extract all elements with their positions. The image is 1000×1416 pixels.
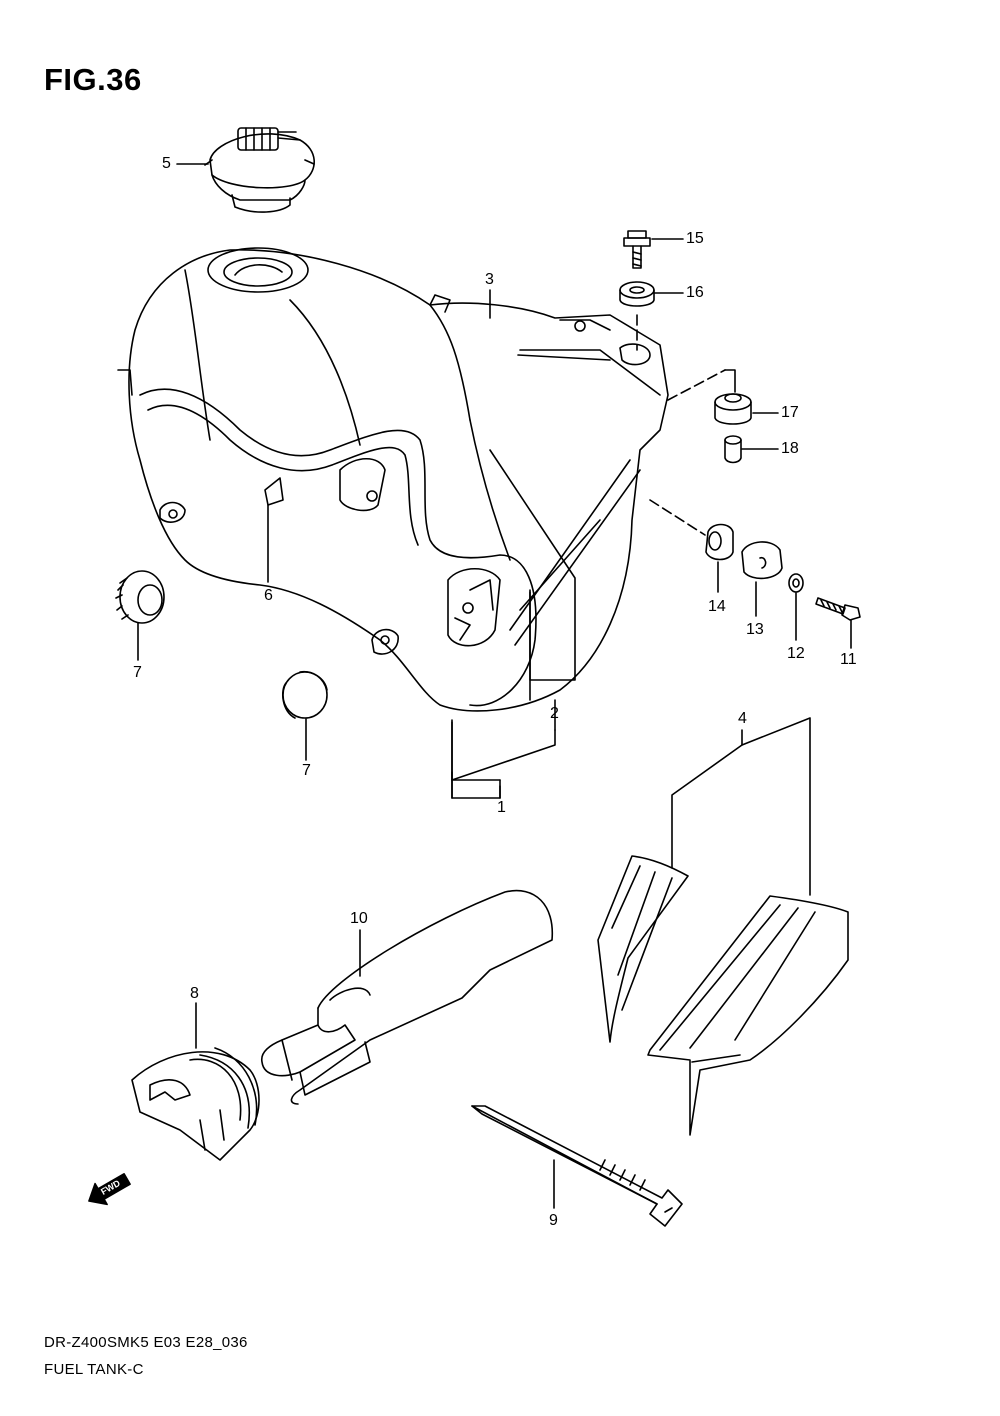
model-code: DR-Z400SMK5 E03 E28_036 <box>44 1334 248 1351</box>
cushion-17-part <box>714 393 752 425</box>
mount-axis-lines <box>636 314 726 536</box>
callout-8: 8 <box>190 985 199 1002</box>
leader-17-bracket <box>724 369 736 393</box>
bolt-11-part <box>815 597 861 621</box>
callout-3: 3 <box>485 271 494 288</box>
callout-10: 10 <box>350 910 368 927</box>
heat-shield-10-part <box>260 889 554 1105</box>
callout-13: 13 <box>746 621 764 638</box>
callout-5: 5 <box>162 155 171 172</box>
callout-6: 6 <box>264 587 273 604</box>
callout-12: 12 <box>787 645 805 662</box>
bracket-leaders-1-2 <box>451 449 576 799</box>
fuel-tank-part <box>117 247 669 712</box>
cushion-14-part <box>705 523 734 561</box>
damper-8-part <box>131 1047 260 1161</box>
callout-15: 15 <box>686 230 704 247</box>
washer-12-part <box>788 573 804 593</box>
collar-18-part <box>724 435 742 464</box>
cushion-7a-part <box>115 570 165 624</box>
callout-14: 14 <box>708 598 726 615</box>
bracket-leader-4 <box>671 717 811 896</box>
cable-tie-9-part <box>471 1105 683 1227</box>
group-name: FUEL TANK-C <box>44 1361 144 1378</box>
callout-9: 9 <box>549 1212 558 1229</box>
callout-16: 16 <box>686 284 704 301</box>
fuel-cap-part <box>204 127 315 213</box>
grommet-16-part <box>619 281 655 307</box>
figure-title: FIG.36 <box>44 62 142 97</box>
cushion-13-part <box>741 541 783 580</box>
protector-4-part <box>597 855 849 1136</box>
callout-2: 2 <box>550 705 559 722</box>
fwd-arrow-icon <box>88 1173 131 1206</box>
callout-17: 17 <box>781 404 799 421</box>
cushion-7b-part <box>281 670 328 719</box>
callout-18: 18 <box>781 440 799 457</box>
callout-4: 4 <box>738 710 747 727</box>
callout-11: 11 <box>840 651 857 668</box>
hose-6-part <box>264 477 284 506</box>
callout-1: 1 <box>497 799 506 816</box>
callout-7b: 7 <box>302 762 311 779</box>
bolt-15-part <box>623 230 651 269</box>
callout-7a: 7 <box>133 664 142 681</box>
